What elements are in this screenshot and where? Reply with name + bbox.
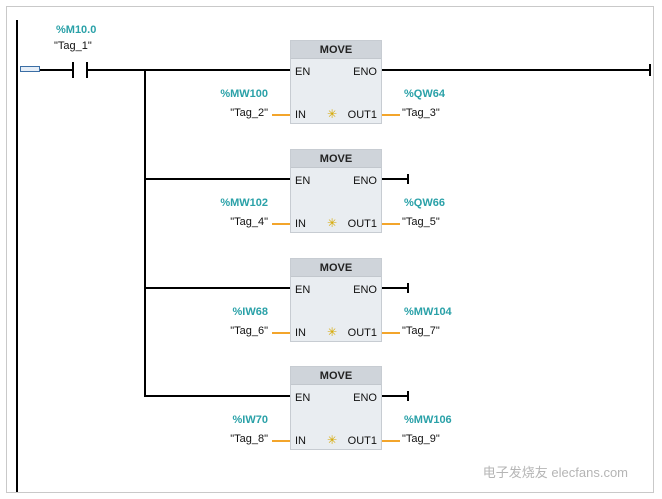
out-tag: "Tag_9" [402, 433, 440, 445]
out-pin: OUT1 [347, 109, 377, 121]
en-pin: EN [295, 66, 311, 78]
wire-move4-eno [382, 395, 408, 397]
star-icon: ✳ [327, 107, 338, 121]
out-wire [382, 332, 400, 334]
contact-tag: "Tag_1" [54, 40, 92, 52]
wire-move4-eno-end [407, 391, 409, 401]
star-icon: ✳ [327, 433, 338, 447]
out-tag: "Tag_5" [402, 216, 440, 228]
out-address: %QW66 [404, 197, 445, 209]
network-start-marker [20, 66, 40, 72]
in-tag: "Tag_8" [230, 433, 268, 445]
wire-branch-move4 [144, 395, 290, 397]
in-wire [272, 223, 290, 225]
wire-branch-move2 [144, 178, 290, 180]
move-block-4[interactable]: MOVE EN ENO IN ✳ OUT1 [290, 366, 382, 450]
out-pin: OUT1 [347, 218, 377, 230]
in-tag: "Tag_4" [230, 216, 268, 228]
contact-left-bar [72, 62, 74, 78]
move-block-3[interactable]: MOVE EN ENO IN ✳ OUT1 [290, 258, 382, 342]
branch-vertical [144, 70, 146, 396]
out-wire [382, 114, 400, 116]
eno-pin: ENO [353, 66, 377, 78]
move-block-title: MOVE [291, 41, 381, 59]
star-icon: ✳ [327, 216, 338, 230]
out-address: %QW64 [404, 88, 445, 100]
in-tag: "Tag_2" [230, 107, 268, 119]
wire-move3-eno-end [407, 283, 409, 293]
in-wire [272, 440, 290, 442]
out-address: %MW106 [404, 414, 452, 426]
out-pin: OUT1 [347, 327, 377, 339]
power-rail [16, 20, 18, 492]
move-block-2[interactable]: MOVE EN ENO IN ✳ OUT1 [290, 149, 382, 233]
watermark: 电子发烧友 elecfans.com [482, 465, 628, 480]
contact-address: %M10.0 [56, 24, 97, 36]
in-address: %IW70 [232, 414, 268, 426]
in-pin: IN [295, 327, 306, 339]
in-wire [272, 114, 290, 116]
move-block-title: MOVE [291, 259, 381, 277]
eno-pin: ENO [353, 284, 377, 296]
wire-move1-eno-end [649, 64, 651, 76]
contact-right-bar [86, 62, 88, 78]
wire-move1-eno [382, 69, 650, 71]
en-pin: EN [295, 284, 311, 296]
wire-rail-to-contact [40, 69, 72, 71]
en-pin: EN [295, 175, 311, 187]
move-block-1[interactable]: MOVE EN ENO IN ✳ OUT1 [290, 40, 382, 124]
move-block-title: MOVE [291, 367, 381, 385]
in-pin: IN [295, 218, 306, 230]
wire-move2-eno-end [407, 174, 409, 184]
in-address: %IW68 [232, 306, 268, 318]
move-block-title: MOVE [291, 150, 381, 168]
star-icon: ✳ [327, 325, 338, 339]
en-pin: EN [295, 392, 311, 404]
eno-pin: ENO [353, 175, 377, 187]
wire-move2-eno [382, 178, 408, 180]
in-tag: "Tag_6" [230, 325, 268, 337]
in-address: %MW102 [220, 197, 268, 209]
out-address: %MW104 [404, 306, 452, 318]
out-wire [382, 223, 400, 225]
in-address: %MW100 [220, 88, 268, 100]
diagram-frame [6, 6, 654, 493]
out-tag: "Tag_3" [402, 107, 440, 119]
out-pin: OUT1 [347, 435, 377, 447]
wire-move3-eno [382, 287, 408, 289]
wire-contact-to-move1 [88, 69, 290, 71]
out-tag: "Tag_7" [402, 325, 440, 337]
wire-branch-move3 [144, 287, 290, 289]
out-wire [382, 440, 400, 442]
in-pin: IN [295, 435, 306, 447]
in-pin: IN [295, 109, 306, 121]
eno-pin: ENO [353, 392, 377, 404]
in-wire [272, 332, 290, 334]
